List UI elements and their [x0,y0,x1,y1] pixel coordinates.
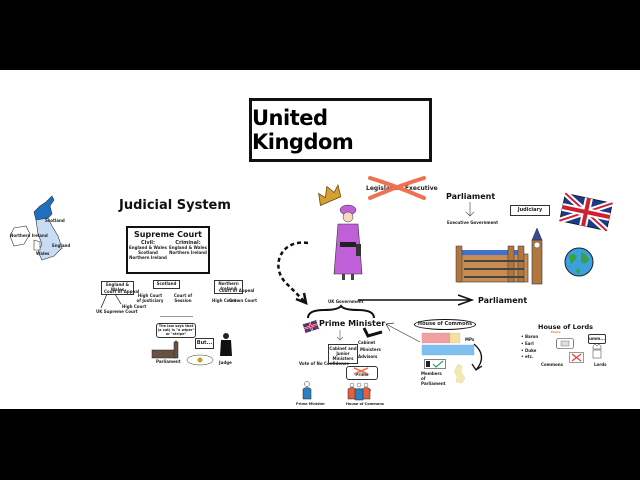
ni-high-court-label: High Court [212,298,237,303]
ni-court-of-appeal-label: Court of Appeal [219,288,255,293]
uk-flag-icon [558,191,614,233]
supreme-court-title: Supreme Court [134,230,202,239]
high-court-label: High Court [122,304,147,309]
commons-seats-chart [421,332,475,356]
commons-people-icon [347,382,371,401]
mps-label: MPs [465,337,475,342]
arrow-parliament-label: Parliament [478,296,528,305]
letterbox-top [0,0,640,70]
bubble-cross-mark [353,367,369,375]
map-label-northern-ireland: Northern Ireland [10,233,48,238]
lords-lords-label: Lords [594,362,607,367]
long-arrow [358,294,475,306]
westminster-icon [455,227,543,285]
map-label-scotland: Scotland [45,218,65,223]
letterbox-bottom [0,409,640,480]
judge-icon [220,333,232,356]
page-title: United Kingdom [249,98,432,162]
criminal-item: England & Wales [169,245,207,250]
queen-icon [333,204,363,280]
high-court-justiciary-label: High Court of Justiciary [136,293,164,303]
pm-person-icon [302,381,312,400]
divider-line [160,316,193,317]
dashed-curve-arrow [277,241,309,306]
cabinet-side-item: Advisors [358,354,378,359]
lords-list-item: Baron [524,334,539,339]
crossed-bill-icon [569,352,584,363]
judge-label: Judge [219,360,232,365]
peers-label: Peers [551,330,561,334]
cabinet-side-item: Cabinet [358,340,376,345]
civil-item: Northern Ireland [129,254,167,260]
uk-government-label: UK Government [328,299,364,304]
black-tick-icon [362,327,383,338]
curved-arrow-mps [471,343,483,371]
judicial-heading: Judicial System [119,198,231,213]
parliament-label: Parliament [156,359,181,364]
ni-crown-court-label: Crown Court [229,298,258,303]
civil-label: Civil: [140,240,156,246]
jurisdiction-northern-ireland: Northern Ireland [214,280,243,294]
house-of-lords-heading: House of Lords [538,323,593,331]
uk-map-icon [9,195,63,261]
lords-list: • Baron • Earl • Duke • etc. [521,334,539,360]
supreme-court-box: Supreme Court Civil: England & Wales Sco… [126,226,210,274]
commons-people-label: House of Commons [346,402,384,406]
lords-bubble-scroll-icon [556,338,574,349]
lords-list-item: Earl [524,340,534,346]
globe-icon [564,247,594,277]
ew-tree-lines [100,293,122,309]
ballot-box-icon [424,359,446,369]
court-of-appeal-label: Court of Appeal [104,289,140,294]
house-of-commons-heading: House of Commons [414,319,476,330]
lords-list-item: Duke [524,347,537,353]
lord-person-icon [592,343,602,359]
uk-outline-small-icon [453,363,466,384]
judiciary-box: Judiciary [510,205,550,216]
cabinet-box: Cabinet and Junior Ministers [328,344,358,365]
lords-commons-label: Commons [541,362,563,367]
cross-out-mark [368,176,426,200]
lords-speech-bubble: umm... [588,334,606,344]
brace [307,304,375,319]
down-arrow-icon [465,202,475,217]
crown-icon [318,183,342,206]
uk-supreme-court-label: UK Supreme Court [96,309,138,314]
whiteboard-canvas: United Kingdom Scotland Northern Ireland… [0,70,640,409]
criminal-item: Northern Ireland [169,249,207,255]
down-arrow-small-icon [336,330,344,341]
executive-government-label: Executive Government [447,220,499,225]
criminal-label: Criminal: [175,240,201,246]
prime-minister-heading: Prime Minister [319,319,386,328]
speech-bubble-judge: But... [195,338,214,349]
civil-item: Scotland [138,249,158,255]
civil-item: England & Wales [129,245,167,250]
pm-person-label: Prime Minister [296,402,325,406]
small-uk-flag-icon [302,319,320,334]
lords-list-item: etc. [524,354,534,360]
members-of-parliament-label: Members of Parliament [421,371,446,386]
map-label-england: England [52,243,71,248]
jurisdiction-scotland: Scotland [153,280,180,289]
commons-to-pm-arrow [385,322,421,343]
court-of-session-label: Court of Session [173,293,193,303]
jurisdiction-england-wales: England & Wales [101,281,134,295]
parliament-small-icon [151,340,179,359]
thought-cloud-icon [186,354,214,366]
speech-bubble-parliament: The law says that (a cat) is "a wiper" o… [156,323,196,338]
vote-of-no-confidence-label: Vote of No Confidence [299,361,350,366]
parliament-heading: Parliament [446,192,496,201]
map-label-wales: Wales [36,251,50,256]
cabinet-side-item: Ministers [360,347,381,352]
